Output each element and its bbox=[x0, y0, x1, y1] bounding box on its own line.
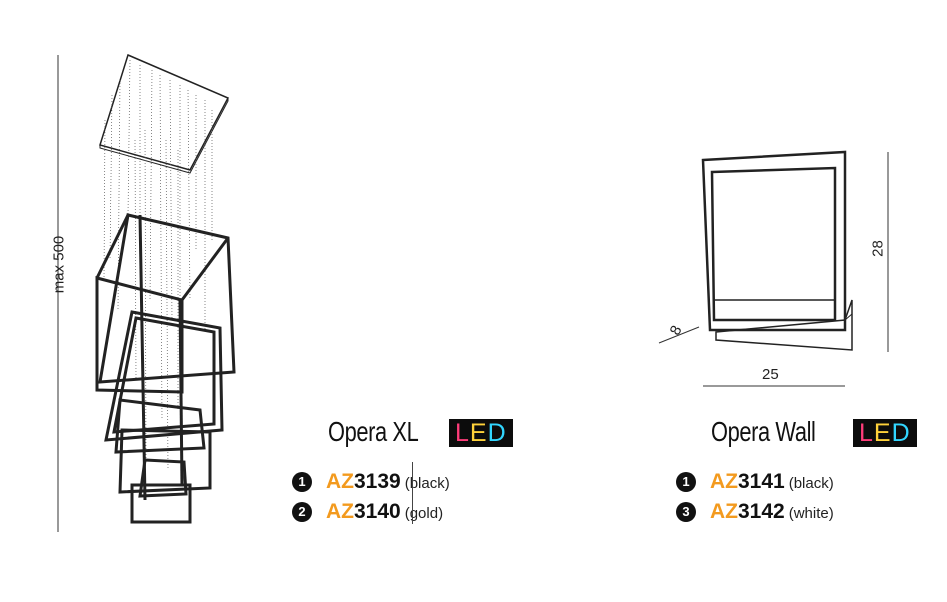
wall-width-label: 25 bbox=[762, 366, 779, 383]
variant-number-badge: 3 bbox=[676, 502, 696, 522]
wall-mounting-base bbox=[715, 299, 853, 351]
wall-depth-dimension-line bbox=[658, 326, 700, 344]
code-divider bbox=[412, 462, 413, 524]
product-code: 3142 bbox=[738, 500, 785, 523]
led-letter: L bbox=[455, 419, 470, 447]
product-code: 3141 bbox=[738, 470, 785, 493]
code-prefix: AZ bbox=[710, 470, 738, 493]
xl-canopy bbox=[99, 53, 230, 171]
led-badge: LED bbox=[853, 419, 917, 447]
finish-label: (white) bbox=[788, 505, 834, 522]
led-letter: L bbox=[859, 419, 874, 447]
xl-suspension-wires bbox=[103, 59, 213, 471]
led-badge: LED bbox=[449, 419, 513, 447]
finish-label: (gold) bbox=[404, 505, 444, 522]
product-title: Opera Wall bbox=[711, 416, 816, 447]
product-code: 3140 bbox=[354, 500, 401, 523]
product-code: 3139 bbox=[354, 470, 401, 493]
wall-outer-frame bbox=[701, 150, 847, 332]
opera-xl-heading: Opera XL bbox=[328, 414, 438, 450]
led-letter: D bbox=[891, 419, 911, 447]
led-letter: E bbox=[873, 419, 892, 447]
variant-number-badge: 2 bbox=[292, 502, 312, 522]
finish-label: (black) bbox=[404, 475, 450, 492]
opera-wall-heading: Opera Wall bbox=[711, 414, 846, 450]
led-letter: E bbox=[469, 419, 488, 447]
opera-xl-drawing bbox=[95, 53, 236, 524]
code-prefix: AZ bbox=[326, 470, 354, 493]
product-title: Opera XL bbox=[328, 416, 419, 447]
variant-number-badge: 1 bbox=[292, 472, 312, 492]
xl-height-label: max 500 bbox=[50, 235, 68, 294]
xl-frames bbox=[95, 213, 236, 524]
finish-label: (black) bbox=[788, 475, 834, 492]
wall-inner-frame bbox=[710, 166, 837, 322]
wall-height-label: 28 bbox=[869, 240, 887, 257]
opera-wall-drawing bbox=[658, 150, 889, 387]
led-letter: D bbox=[487, 419, 507, 447]
variant-number-badge: 1 bbox=[676, 472, 696, 492]
code-prefix: AZ bbox=[326, 500, 354, 523]
code-prefix: AZ bbox=[710, 500, 738, 523]
